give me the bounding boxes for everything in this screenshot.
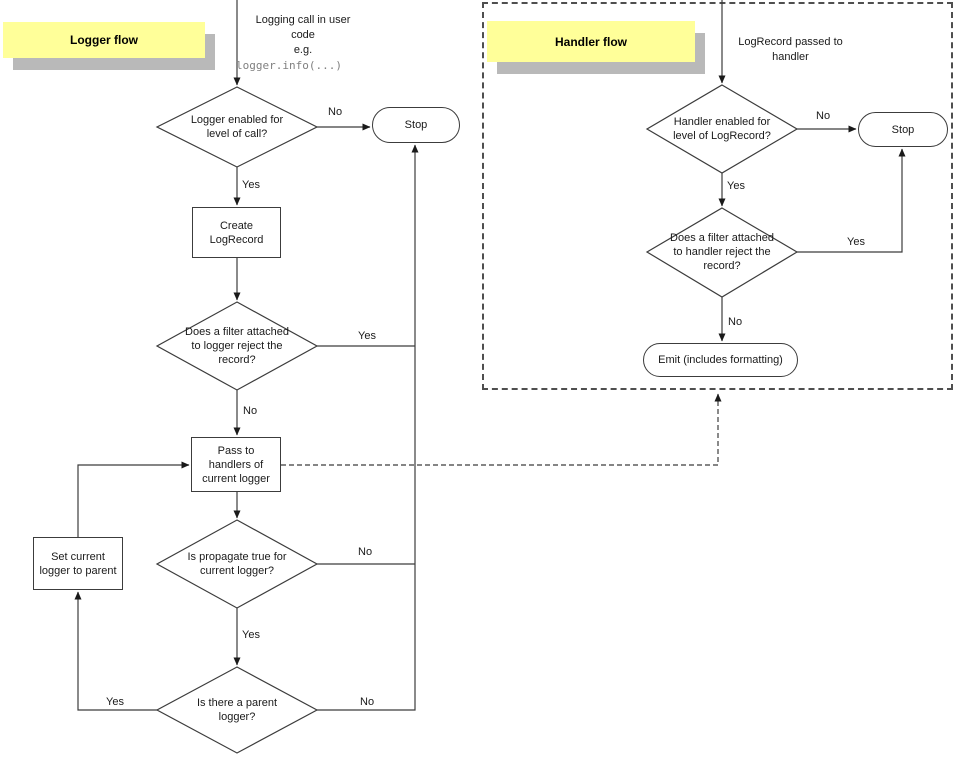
logger-entry-code: logger.info(...) [236,59,342,72]
label-logger-enabled-yes: Yes [242,179,260,191]
label-logger-filter-no: No [243,405,258,417]
pass-to-handlers-node: Pass to handlers of current logger [191,437,281,492]
logger-flow-title: Logger flow [3,22,205,58]
logger-stop-label: Stop [404,119,428,131]
label-handler-enabled-no: No [816,110,831,122]
label-propagate-no: No [358,546,373,558]
pass-to-handlers-label: Pass to handlers of current logger [202,444,270,485]
decision-parent-logger-shape [155,666,319,754]
handler-flow-title-label: Handler flow [554,34,627,49]
create-logrecord-label: Create LogRecord [209,219,264,246]
label-handler-filter-yes: Yes [847,236,865,248]
label-handler-enabled-yes: Yes [727,180,745,192]
logger-flow-title-label: Logger flow [70,33,138,47]
emit-label: Emit (includes formatting) [658,354,783,366]
label-handler-filter-no: No [728,316,743,328]
label-logger-filter-yes: Yes [358,330,376,342]
handler-flow-container [482,2,953,390]
decision-handler-filter-shape [645,207,799,298]
handler-entry-text: LogRecord passed to handler [738,36,843,63]
logger-stop-node: Stop [372,107,460,143]
create-logrecord-node: Create LogRecord [192,207,281,258]
logger-entry-text: Logging call in user code e.g. [255,14,351,56]
handler-stop-node: Stop [858,112,948,147]
emit-node: Emit (includes formatting) [643,343,798,377]
edge-parent-no-to-stop [317,144,419,711]
decision-handler-enabled-shape [645,84,799,174]
set-current-logger-label: Set current logger to parent [39,550,117,577]
handler-flow-title: Handler flow [487,21,695,62]
edge-pass-to-handler-flow-dashed [281,393,722,466]
edge-parent-yes-to-set-parent [74,591,157,711]
edge-set-parent-to-pass [77,461,190,537]
set-current-logger-node: Set current logger to parent [33,537,123,590]
decision-propagate-shape [155,519,319,609]
decision-logger-enabled-shape [155,86,319,168]
label-logger-enabled-no: No [328,106,343,118]
label-propagate-yes: Yes [242,629,260,641]
edge-handler-filter-yes-to-stop [797,148,906,253]
label-parent-no: No [360,696,375,708]
decision-logger-filter-shape [155,301,319,391]
label-parent-yes: Yes [106,696,124,708]
handler-stop-label: Stop [891,123,915,136]
